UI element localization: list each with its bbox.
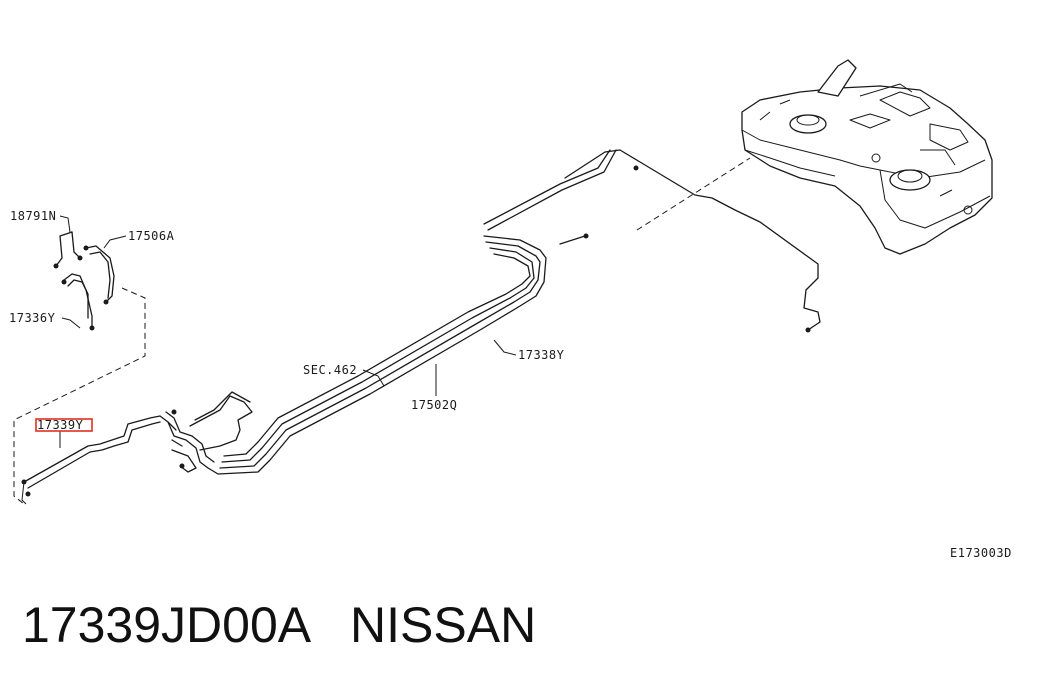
part-caption: 17339JD00A NISSAN bbox=[22, 596, 536, 654]
detail-dash-outline bbox=[13, 287, 146, 505]
label-17506a: 17506A bbox=[128, 229, 175, 243]
label-17336y: 17336Y bbox=[9, 311, 56, 325]
brand-name: NISSAN bbox=[350, 597, 537, 653]
label-17338y: 17338Y bbox=[518, 348, 565, 362]
fuel-tank bbox=[741, 59, 993, 255]
rear-lines bbox=[483, 149, 821, 333]
detail-parts bbox=[53, 231, 115, 331]
diagram-code: E173003D bbox=[950, 546, 1012, 560]
label-17502q: 17502Q bbox=[411, 398, 457, 412]
leaders bbox=[59, 215, 517, 448]
label-18791n: 18791N bbox=[10, 209, 56, 223]
label-sec-462: SEC.462 bbox=[303, 363, 357, 377]
front-lines bbox=[21, 391, 253, 505]
part-number: 17339JD00A bbox=[22, 597, 309, 653]
label-17339y: 17339Y bbox=[37, 418, 84, 432]
highlight-box-17339y bbox=[35, 418, 93, 432]
main-lines bbox=[207, 235, 547, 475]
tank-connection-dash bbox=[636, 157, 751, 231]
